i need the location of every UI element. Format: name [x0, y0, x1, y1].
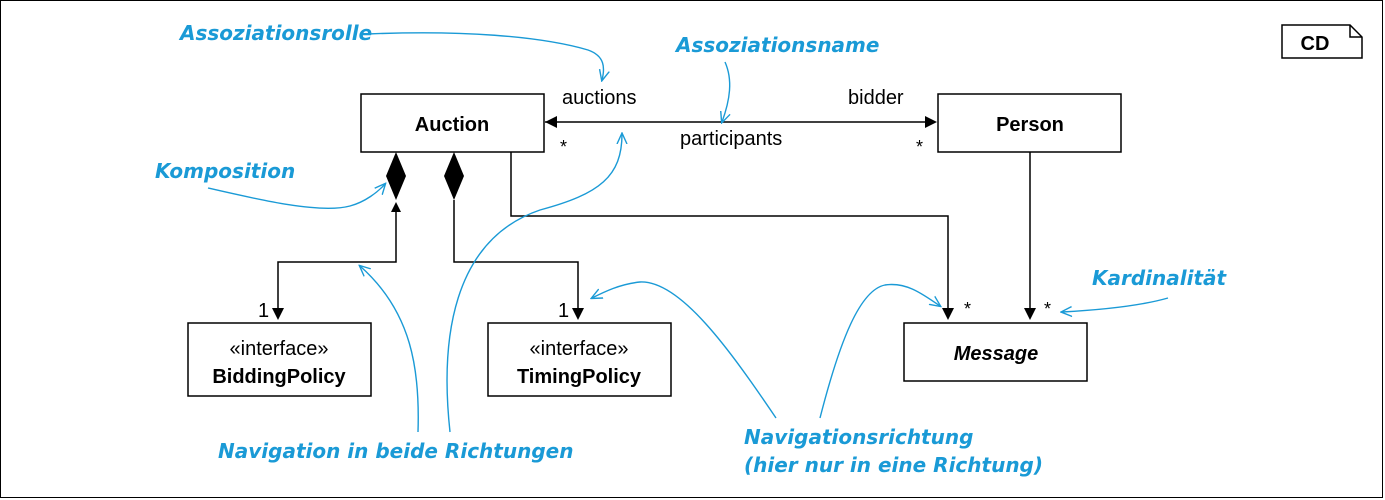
note-assoziationsrolle: Assoziationsrolle: [178, 21, 372, 45]
note-komposition-pointer: [207, 184, 385, 210]
role-bidder: bidder: [848, 87, 904, 109]
note-navigation-beide: Navigation in beide Richtungen: [218, 439, 573, 463]
class-auction-name: Auction: [415, 114, 489, 136]
note-assoziationsname-pointer: [722, 61, 730, 122]
class-auction: Auction: [360, 93, 545, 153]
role-auctions: auctions: [562, 87, 637, 109]
class-bidding-policy: «interface» BiddingPolicy: [187, 322, 372, 397]
bidding-link: [277, 212, 397, 312]
bidding-up-arrow: [391, 202, 401, 212]
timing-stereotype: «interface»: [530, 338, 629, 360]
class-timing-policy: «interface» TimingPolicy: [487, 322, 672, 397]
bidding-stereotype: «interface»: [230, 338, 329, 360]
auction-message-link: [510, 152, 949, 312]
timing-name: TimingPolicy: [517, 366, 642, 388]
diagram-tag-label: CD: [1301, 33, 1330, 55]
mult-message-left: *: [964, 299, 971, 319]
composition-diamond-timing: [444, 152, 464, 200]
class-person: Person: [937, 93, 1122, 153]
mult-bidding: 1: [258, 300, 269, 322]
note-navigation-pointer-left: [360, 266, 419, 433]
auction-message-arrow: [942, 308, 954, 320]
note-navigationsrichtung-line1: Navigationsrichtung: [744, 425, 973, 449]
note-navigation-pointer-right: [446, 134, 622, 433]
mult-timing: 1: [558, 300, 569, 322]
class-message: Message: [903, 322, 1088, 382]
note-navigationsrichtung-line2: (hier nur in eine Richtung): [744, 453, 1043, 477]
composition-diamond-bidding: [386, 152, 406, 200]
association-name: participants: [680, 128, 782, 150]
diagram-type-tag: CD: [1281, 24, 1363, 59]
person-message-arrow: [1024, 308, 1036, 320]
timing-link: [453, 200, 579, 312]
association-arrow-right: [925, 116, 937, 128]
note-navigationsrichtung-pointer-right: [819, 283, 940, 419]
note-kardinalitaet: Kardinalität: [1092, 266, 1228, 290]
bidding-down-arrow: [272, 308, 284, 320]
class-person-name: Person: [996, 114, 1064, 136]
class-message-name: Message: [954, 343, 1039, 365]
note-kardinalitaet-pointer: [1062, 297, 1169, 312]
mult-auction-side: *: [560, 137, 567, 157]
note-navigationsrichtung-pointer-left: [592, 281, 777, 419]
bidding-name: BiddingPolicy: [212, 366, 346, 388]
note-komposition: Komposition: [155, 159, 295, 183]
timing-down-arrow: [572, 308, 584, 320]
mult-person-side: *: [916, 137, 923, 157]
mult-message-right: *: [1044, 299, 1051, 319]
note-assoziationsrolle-pointer: [367, 32, 604, 80]
association-arrow-left: [545, 116, 557, 128]
note-assoziationsname: Assoziationsname: [674, 33, 879, 57]
